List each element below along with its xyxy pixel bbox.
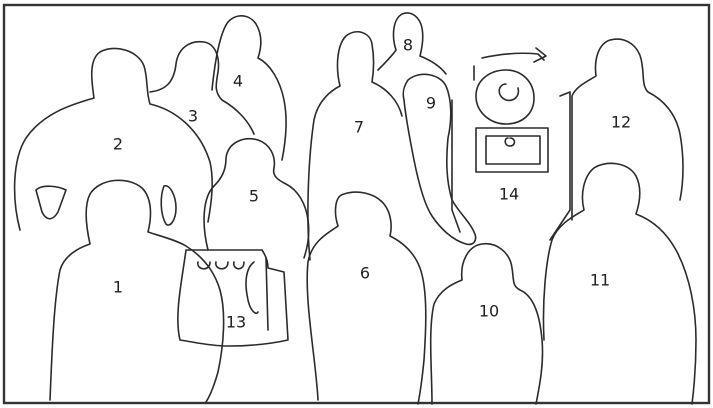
label-3: 3	[188, 107, 198, 126]
silhouette-14-box-dot	[505, 138, 514, 146]
label-1: 1	[113, 278, 123, 297]
silhouette-14-top-rail	[482, 48, 546, 62]
object-13-spiral-2	[216, 262, 228, 269]
label-11: 11	[590, 271, 610, 290]
silhouette-14-lens-inner	[499, 84, 518, 100]
object-13-curl	[246, 262, 258, 313]
silhouette-2-right-arm-gap	[161, 186, 176, 225]
label-6: 6	[360, 264, 370, 283]
object-13-spiral-3	[234, 262, 244, 269]
label-10: 10	[479, 302, 499, 321]
silhouette-1	[50, 180, 224, 402]
silhouette-14-lens	[476, 70, 534, 124]
label-8: 8	[403, 36, 413, 55]
label-4: 4	[233, 72, 243, 91]
label-14: 14	[499, 185, 519, 204]
object-13-side	[266, 258, 268, 330]
silhouette-14-frame	[452, 92, 570, 240]
figure-frame	[4, 5, 709, 403]
silhouette-7	[308, 32, 402, 260]
silhouette-14-box-inner	[486, 136, 540, 164]
silhouette-13	[178, 250, 288, 346]
label-7: 7	[354, 118, 364, 137]
label-2: 2	[113, 135, 123, 154]
silhouette-6	[307, 192, 426, 404]
silhouette-11	[543, 163, 696, 404]
label-12: 12	[611, 113, 631, 132]
label-9: 9	[426, 94, 436, 113]
silhouette-10	[431, 244, 543, 404]
label-13: 13	[226, 313, 246, 332]
silhouette-9	[403, 74, 475, 244]
label-5: 5	[249, 187, 259, 206]
silhouette-2-left-arm-gap	[36, 186, 66, 219]
